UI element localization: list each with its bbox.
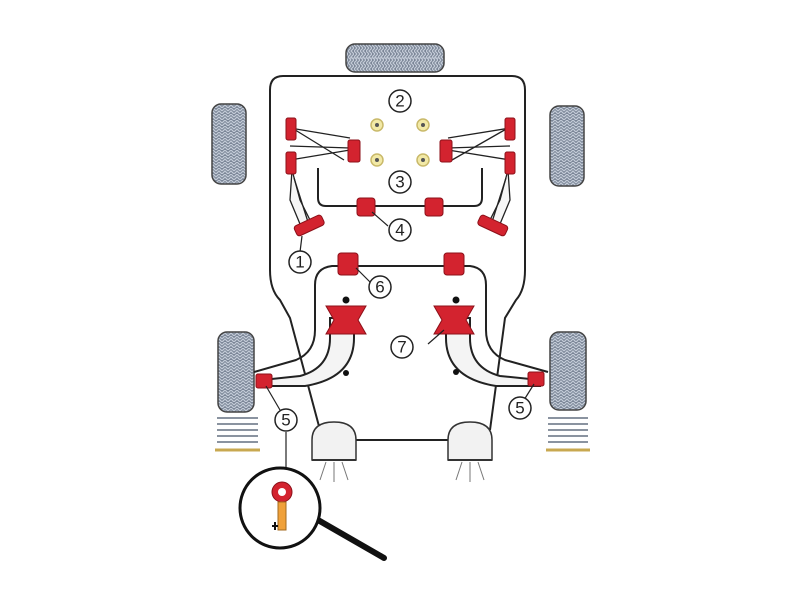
spare-tyre-top (345, 43, 445, 73)
rear-left-shock-mount (311, 421, 357, 482)
callout-2: 2 (388, 89, 412, 113)
front-bushes (285, 117, 516, 237)
subframe-bushes (337, 252, 465, 276)
callout-6: 6 (368, 275, 392, 299)
rear-subframe (253, 265, 549, 373)
front-right-tyre (549, 105, 585, 187)
rear-right-spring (546, 417, 590, 452)
svg-text:6: 6 (375, 278, 384, 297)
front-left-suspension (289, 127, 351, 225)
leader-lines (265, 211, 535, 468)
callout-5-right: 5 (508, 396, 532, 420)
magnifier-detail (238, 466, 387, 561)
svg-text:4: 4 (395, 221, 404, 240)
svg-text:1: 1 (295, 253, 304, 272)
svg-text:7: 7 (397, 338, 406, 357)
svg-text:3: 3 (395, 173, 404, 192)
front-right-suspension (447, 127, 511, 225)
svg-text:2: 2 (395, 92, 404, 111)
rear-right-shock-mount (447, 421, 493, 482)
callout-4: 4 (388, 218, 412, 242)
callout-1: 1 (288, 250, 312, 274)
rear-right-tyre (549, 331, 587, 411)
rear-right-trailing-arm (445, 317, 541, 387)
callout-3: 3 (388, 170, 412, 194)
callout-5-left: 5 (274, 408, 298, 432)
callout-7: 7 (390, 335, 414, 359)
svg-text:5: 5 (281, 411, 290, 430)
strut-top-mounts (370, 118, 430, 167)
arm-pivot-dots (342, 296, 460, 376)
chassis-outline (269, 75, 526, 431)
anti-roll-bar-bushes (356, 197, 444, 217)
rear-left-trailing-arm (261, 317, 355, 387)
svg-text:5: 5 (515, 399, 524, 418)
rear-left-spring (215, 417, 260, 452)
anti-roll-bar (317, 168, 483, 207)
rear-left-tyre (217, 331, 255, 413)
trailing-arm-bushes (255, 305, 545, 389)
mount-centers (375, 123, 425, 162)
front-left-tyre (211, 103, 247, 185)
